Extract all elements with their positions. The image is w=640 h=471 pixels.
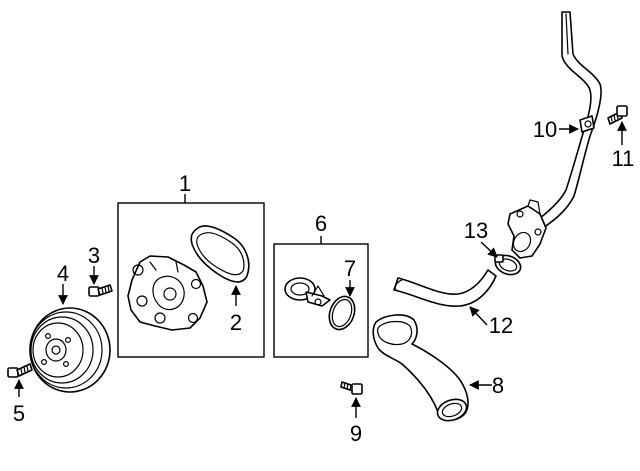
outlet-bolt — [607, 105, 628, 125]
callout-label-11: 11 — [612, 146, 635, 171]
water-outlet — [507, 199, 547, 259]
water-pump-group-box — [117, 202, 265, 358]
thermostat-gasket — [328, 295, 356, 331]
callout-label-9: 9 — [350, 421, 362, 446]
pump-bolt — [7, 363, 33, 378]
radiator-hose — [393, 269, 497, 307]
callout-label-10: 10 — [533, 117, 557, 142]
water-inlet — [372, 314, 469, 422]
inlet-bolt — [340, 381, 363, 395]
callout-12-arrow — [469, 306, 488, 326]
pump-pulley — [29, 307, 111, 393]
callout-13-arrow — [480, 241, 498, 258]
callout-label-2: 2 — [230, 310, 242, 335]
callout-label-1: 1 — [179, 171, 191, 196]
callout-label-4: 4 — [57, 261, 69, 286]
callout-label-7: 7 — [344, 256, 356, 281]
pump-gasket — [190, 225, 250, 283]
water-pump — [127, 255, 208, 331]
callout-label-8: 8 — [492, 373, 504, 398]
callout-label-3: 3 — [88, 243, 100, 268]
callout-label-5: 5 — [13, 401, 25, 426]
pulley-bolt — [88, 284, 113, 297]
callout-label-13: 13 — [464, 218, 488, 243]
callout-label-12: 12 — [489, 313, 513, 338]
hose-clamp — [494, 254, 522, 276]
thermostat — [284, 277, 331, 307]
callout-label-6: 6 — [315, 211, 327, 236]
